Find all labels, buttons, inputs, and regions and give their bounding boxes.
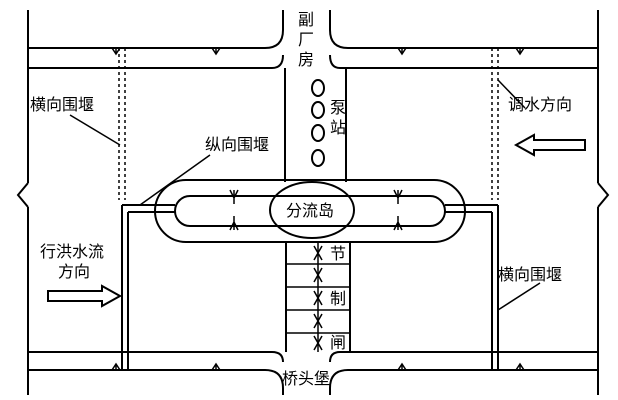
- channel-banks: [16, 10, 610, 395]
- flood-flow-label-line1: 行洪水流: [40, 242, 104, 261]
- island-markers: [229, 189, 403, 231]
- regulation-arrow: [513, 133, 586, 157]
- flood-flow-label-line2: 方向: [58, 262, 90, 281]
- leader-lines: [69, 79, 541, 311]
- pump-station-char-2: 站: [330, 118, 346, 137]
- central-column: [284, 68, 347, 182]
- side-powerhouse-char-3: 房: [298, 50, 314, 69]
- cofferdam-enclosure: [118, 48, 499, 370]
- pump-circle-3: [311, 124, 325, 142]
- bottom-embankment-ticks: [111, 362, 525, 371]
- regulation-direction-label: 调水方向: [508, 95, 572, 114]
- pump-circle-1: [311, 79, 325, 97]
- control-gate-char-3: 闸: [330, 333, 346, 352]
- diversion-island-label: 分流岛: [286, 201, 334, 220]
- leader-right-transverse: [497, 282, 541, 311]
- leader-right-top: [497, 79, 526, 109]
- leader-left-transverse: [69, 114, 121, 146]
- pump-circle-4: [311, 149, 325, 167]
- transverse-cofferdam-right-label: 横向围堰: [498, 265, 562, 284]
- top-embankment: [28, 10, 598, 69]
- bridgehead-label: 桥头堡: [282, 369, 330, 388]
- side-powerhouse-char-1: 副: [298, 10, 314, 29]
- pump-circles: [311, 79, 325, 167]
- control-gate-char-1: 节: [330, 244, 346, 263]
- pump-circle-2: [311, 101, 325, 119]
- control-gate-char-2: 制: [330, 289, 346, 308]
- leader-longitudinal: [139, 154, 211, 206]
- side-powerhouse-char-2: 厂: [298, 30, 314, 49]
- transverse-cofferdam-left-label: 横向围堰: [30, 95, 94, 114]
- longitudinal-cofferdam-label: 纵向围堰: [205, 135, 269, 154]
- flood-arrow: [47, 284, 123, 308]
- bottom-embankment: [28, 351, 598, 395]
- pump-station-char-1: 泵: [330, 98, 346, 117]
- control-gate: [285, 242, 351, 352]
